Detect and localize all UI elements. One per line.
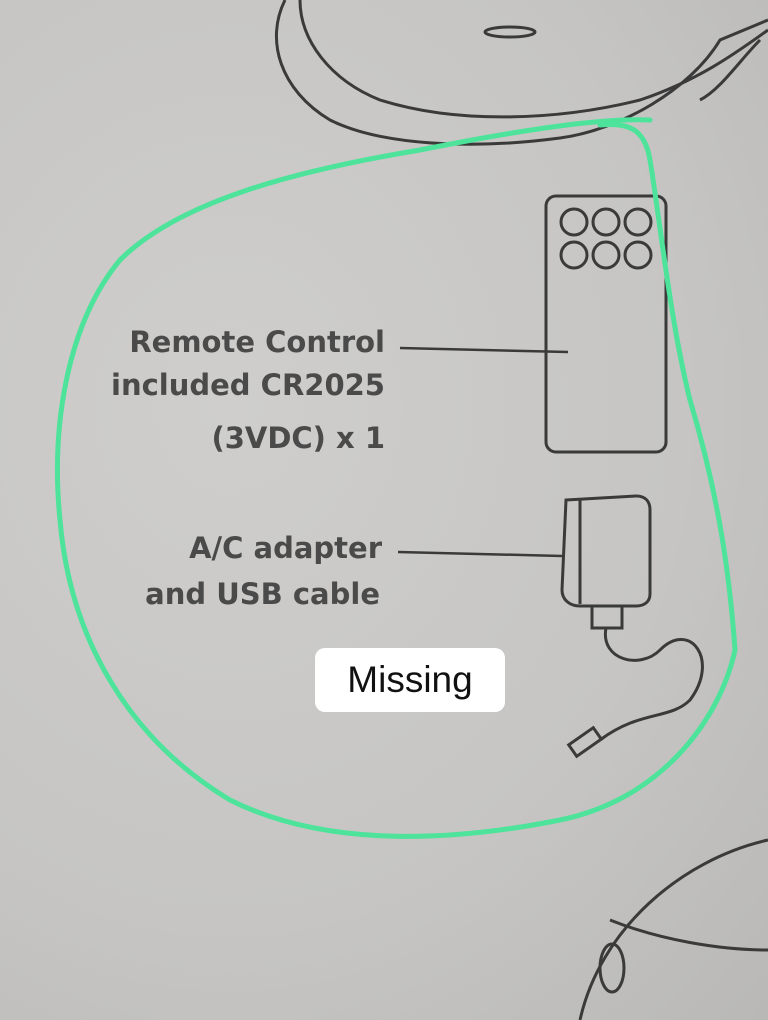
remote-leader-line [399, 346, 569, 354]
annotation-outline [55, 117, 738, 839]
adapter-drawing [560, 494, 704, 759]
adapter-leader-line [397, 550, 563, 558]
missing-annotation-label: Missing [315, 648, 505, 712]
lamp-top-drawing [274, 0, 768, 146]
remote-label-line1: Remote Control [129, 325, 385, 359]
adapter-label-line2: and USB cable [145, 577, 380, 611]
adapter-label-line1: A/C adapter [189, 531, 383, 565]
lamp-bottom-drawing [578, 838, 768, 1020]
remote-label-line2: included CR2025 [111, 368, 385, 402]
remote-control-drawing [544, 194, 668, 454]
remote-label-line3: (3VDC) x 1 [211, 421, 385, 455]
